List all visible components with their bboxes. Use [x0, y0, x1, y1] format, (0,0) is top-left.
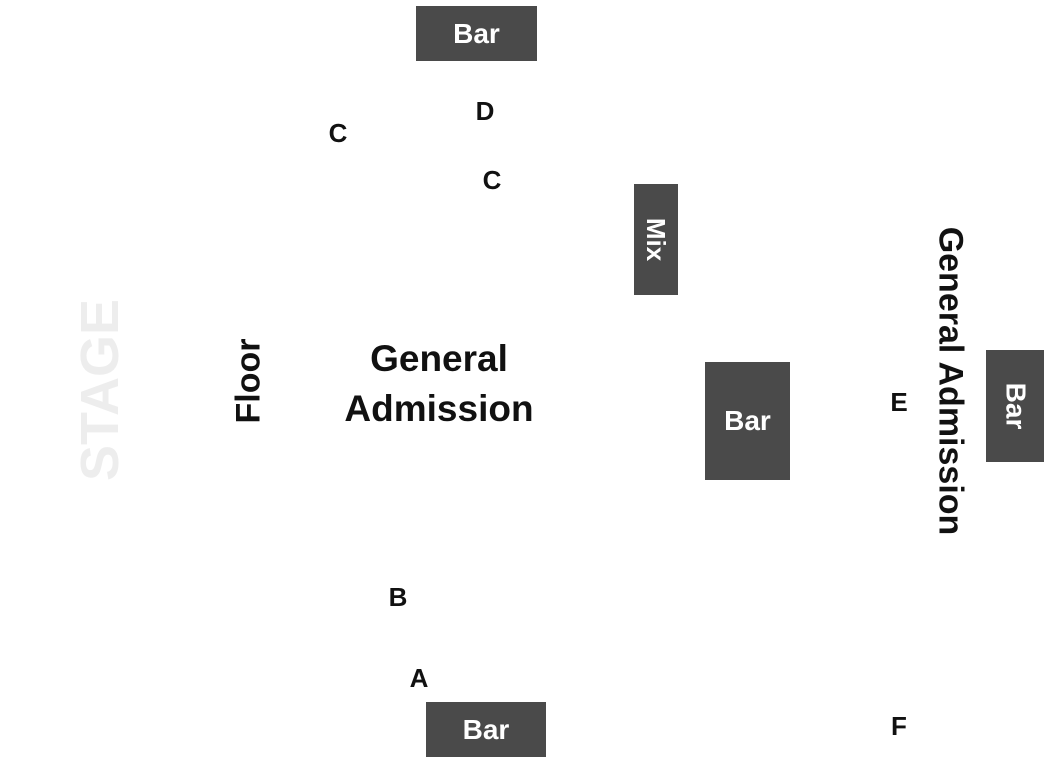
section-c-right[interactable]: C [482, 165, 502, 195]
bar-top-label: Bar [453, 17, 500, 49]
bar-right: Bar [986, 350, 1044, 462]
section-a[interactable]: A [409, 663, 429, 693]
floor-ga-label-line2: Admission [344, 388, 534, 429]
bar-center-label: Bar [724, 405, 771, 436]
mix-label: Mix [641, 217, 672, 262]
bar-bottom: Bar [426, 702, 546, 757]
section-b[interactable]: B [388, 582, 408, 612]
floor-ga-label-line1: General [370, 338, 508, 379]
section-e[interactable]: E [890, 387, 908, 417]
bar-bottom-label: Bar [462, 713, 510, 745]
bar-right-label: Bar [999, 382, 1031, 430]
bar-center: Bar [705, 362, 790, 480]
mix-booth: Mix [634, 184, 678, 295]
section-f[interactable]: F [891, 711, 907, 741]
rear-ga-label[interactable]: General Admission [931, 226, 970, 536]
bar-top: Bar [416, 6, 537, 61]
section-c-left[interactable]: C [328, 118, 348, 148]
stage-label: STAGE [70, 298, 130, 482]
floor-ga-label[interactable]: General Admission [344, 334, 533, 434]
section-d[interactable]: D [475, 96, 495, 126]
floor-label: Floor [229, 338, 268, 424]
